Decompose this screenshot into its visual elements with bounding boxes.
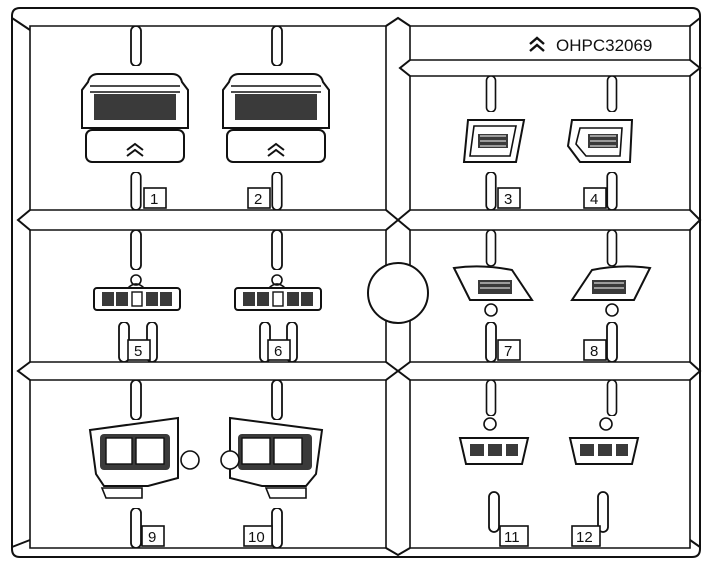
part-8-fog-lamp-housing[interactable] bbox=[570, 265, 652, 317]
label-7: 7 bbox=[497, 339, 521, 361]
sprue-center-disc bbox=[367, 262, 429, 324]
svg-text:12: 12 bbox=[576, 529, 593, 546]
part-4-vent-grille[interactable] bbox=[566, 119, 634, 163]
part-1-bumper-insert[interactable] bbox=[81, 73, 189, 163]
svg-text:11: 11 bbox=[504, 529, 520, 546]
label-12: 12 bbox=[571, 525, 601, 547]
part-labels: 1 2 3 4 5 6 7 8 9 10 11 12 bbox=[127, 187, 607, 547]
part-2-bumper-insert[interactable] bbox=[222, 73, 330, 163]
part-12-small-light-bar[interactable] bbox=[568, 417, 640, 465]
svg-text:9: 9 bbox=[148, 529, 156, 546]
label-4: 4 bbox=[583, 187, 607, 209]
svg-text:2: 2 bbox=[254, 191, 262, 208]
label-2: 2 bbox=[247, 187, 271, 209]
label-9: 9 bbox=[141, 525, 165, 547]
label-3: 3 bbox=[497, 187, 521, 209]
logo-icon bbox=[529, 36, 545, 52]
svg-text:5: 5 bbox=[134, 343, 142, 360]
label-1: 1 bbox=[143, 187, 167, 209]
label-8: 8 bbox=[583, 339, 607, 361]
svg-text:3: 3 bbox=[504, 191, 512, 208]
label-10: 10 bbox=[243, 525, 273, 547]
part-6-light-bar[interactable] bbox=[234, 274, 322, 311]
part-10-headlight-cluster[interactable] bbox=[220, 416, 324, 499]
part-9-headlight-cluster[interactable] bbox=[88, 416, 200, 499]
svg-text:8: 8 bbox=[590, 343, 598, 360]
svg-text:7: 7 bbox=[504, 343, 512, 360]
kit-code: OHPC32069 bbox=[556, 36, 652, 55]
sprue-frame bbox=[11, 7, 702, 558]
label-11: 11 bbox=[499, 525, 529, 547]
part-5-light-bar[interactable] bbox=[93, 274, 181, 311]
part-7-fog-lamp-housing[interactable] bbox=[452, 265, 534, 317]
svg-text:4: 4 bbox=[590, 191, 598, 208]
label-5: 5 bbox=[127, 339, 151, 361]
svg-text:1: 1 bbox=[150, 191, 158, 208]
svg-text:6: 6 bbox=[274, 343, 282, 360]
part-3-vent-grille[interactable] bbox=[462, 119, 526, 163]
svg-text:10: 10 bbox=[248, 529, 265, 546]
part-11-small-light-bar[interactable] bbox=[458, 417, 530, 465]
label-6: 6 bbox=[267, 339, 291, 361]
